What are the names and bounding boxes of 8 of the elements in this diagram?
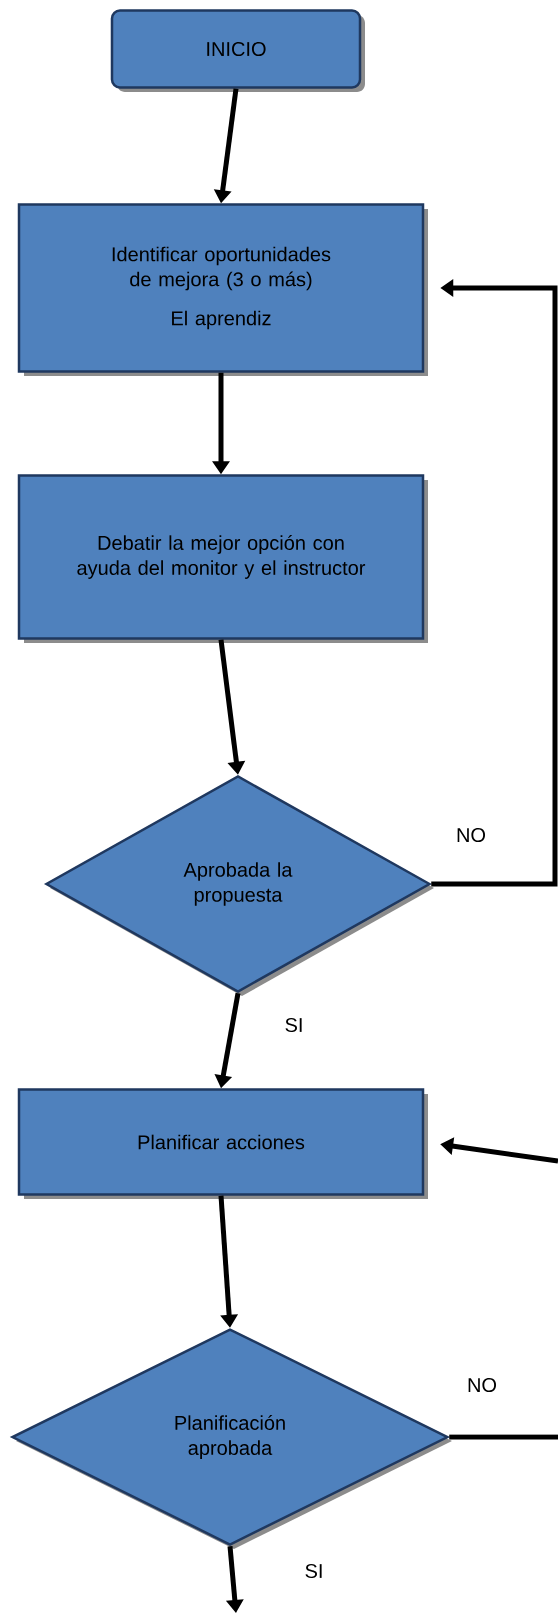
process-box: Planificar acciones (17, 1088, 428, 1199)
edge-label: NO (466, 1376, 498, 1394)
start-box: INICIO (110, 9, 365, 92)
edge-label: SI (303, 1562, 325, 1580)
process-box: Debatir la mejor opción con ayuda del monitor y el instructor (17, 474, 428, 643)
edge-label: NO (455, 826, 487, 844)
edge-label: SI (283, 1016, 305, 1034)
process-box: Identificar oportunidades de mejora (3 o más) El aprendiz (17, 203, 428, 376)
